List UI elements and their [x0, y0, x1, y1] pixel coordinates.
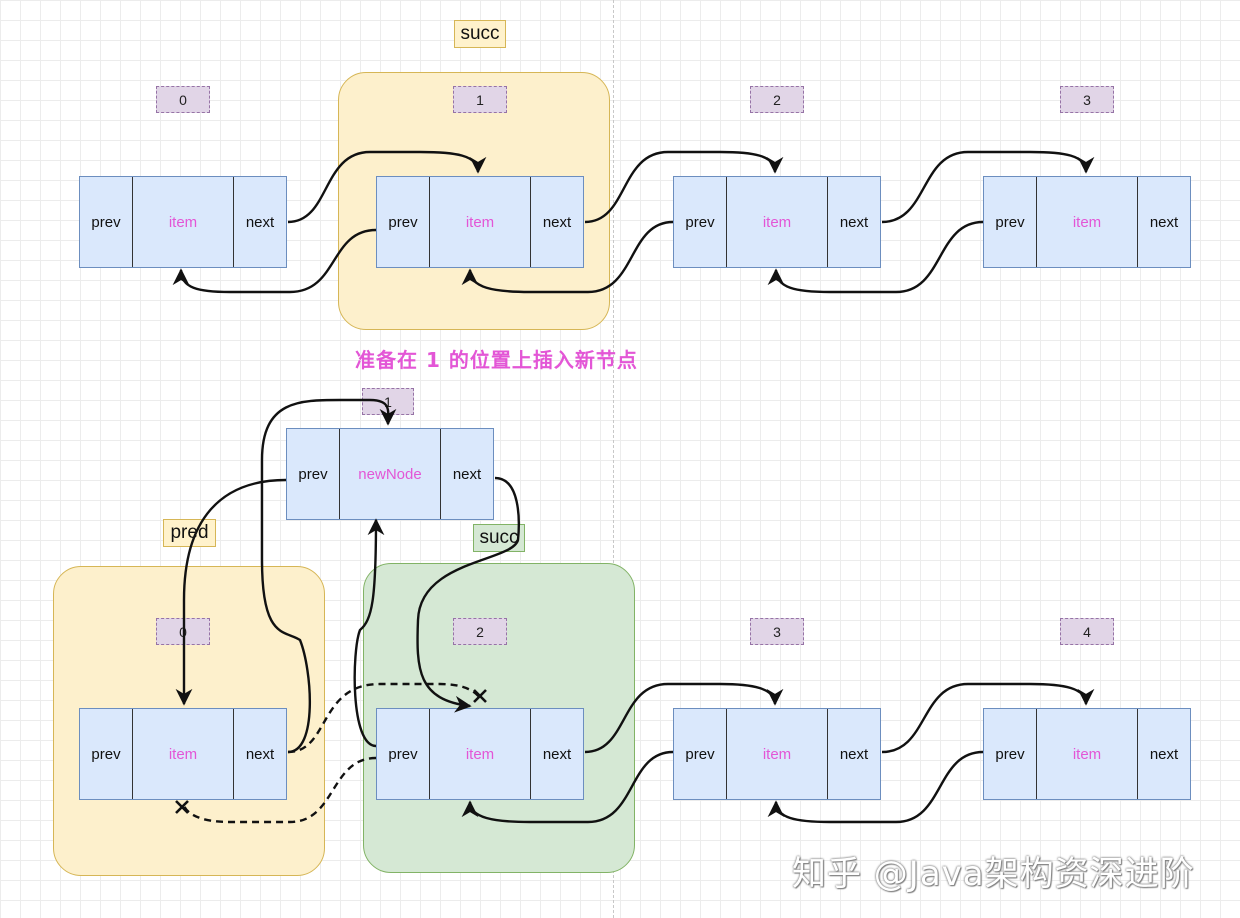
item-cell: item	[727, 177, 828, 267]
index-badge: 0	[156, 618, 210, 645]
item-cell: item	[1037, 177, 1138, 267]
item-cell: item	[727, 709, 828, 799]
index-badge: 1	[453, 86, 507, 113]
new-node: prev newNode next	[286, 428, 494, 520]
pred-tag: pred	[163, 519, 216, 547]
caption-text: 准备在 1 的位置上插入新节点	[355, 348, 638, 372]
next-cell: next	[245, 213, 275, 231]
list-node: prev item next	[79, 176, 287, 268]
next-cell: next	[1149, 745, 1179, 763]
prev-cell: prev	[80, 709, 133, 799]
list-node: prev item next	[376, 176, 584, 268]
item-cell: item	[430, 177, 531, 267]
next-cell: next	[1149, 213, 1179, 231]
prev-cell: prev	[674, 709, 727, 799]
list-node: prev item next	[673, 176, 881, 268]
succ-tag-bottom: succ	[473, 524, 525, 552]
next-cell: next	[542, 213, 572, 231]
next-cell: next	[839, 745, 869, 763]
list-node: prev item next	[376, 708, 584, 800]
watermark: 知乎 @Java架构资深进阶	[792, 854, 1195, 894]
item-cell: item	[133, 709, 234, 799]
list-node: prev item next	[79, 708, 287, 800]
next-cell: next	[245, 745, 275, 763]
index-badge: 1	[362, 388, 414, 415]
prev-cell: prev	[80, 177, 133, 267]
next-cell: next	[542, 745, 572, 763]
next-cell: next	[839, 213, 869, 231]
list-node: prev item next	[983, 176, 1191, 268]
index-badge: 0	[156, 86, 210, 113]
prev-cell: prev	[984, 709, 1037, 799]
list-node: prev item next	[673, 708, 881, 800]
item-cell: item	[133, 177, 234, 267]
item-cell: item	[430, 709, 531, 799]
item-cell: newNode	[340, 429, 441, 519]
prev-cell: prev	[984, 177, 1037, 267]
index-badge: 4	[1060, 618, 1114, 645]
index-badge: 3	[1060, 86, 1114, 113]
list-node: prev item next	[983, 708, 1191, 800]
prev-cell: prev	[287, 429, 340, 519]
index-badge: 2	[750, 86, 804, 113]
item-cell: item	[1037, 709, 1138, 799]
prev-cell: prev	[377, 709, 430, 799]
prev-cell: prev	[674, 177, 727, 267]
index-badge: 3	[750, 618, 804, 645]
divider-line	[613, 0, 614, 918]
next-cell: next	[452, 465, 482, 483]
prev-cell: prev	[377, 177, 430, 267]
succ-tag-top: succ	[454, 20, 506, 48]
index-badge: 2	[453, 618, 507, 645]
